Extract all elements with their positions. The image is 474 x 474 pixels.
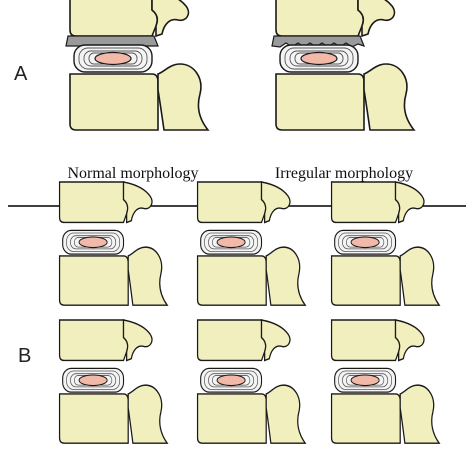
vertebra-irregular-morphology xyxy=(271,0,415,131)
vertebra-b-row2-c xyxy=(330,319,440,444)
vertebra-normal-morphology xyxy=(65,0,209,131)
vertebra-b-row1-b xyxy=(196,181,306,306)
panel-a-letter: A xyxy=(14,63,28,85)
panel-a: A Normal morphology Irregular morphology xyxy=(14,0,415,182)
panel-b-letter: B xyxy=(18,345,31,367)
vertebra-b-row1-c xyxy=(330,181,440,306)
vertebra-b-row2-a xyxy=(58,319,168,444)
caption-normal-morphology: Normal morphology xyxy=(67,165,198,182)
panel-b: B A B C xyxy=(18,181,440,444)
vertebra-b-row2-b xyxy=(196,319,306,444)
vertebra-b-row1-a xyxy=(58,181,168,306)
caption-irregular-morphology: Irregular morphology xyxy=(275,165,413,182)
